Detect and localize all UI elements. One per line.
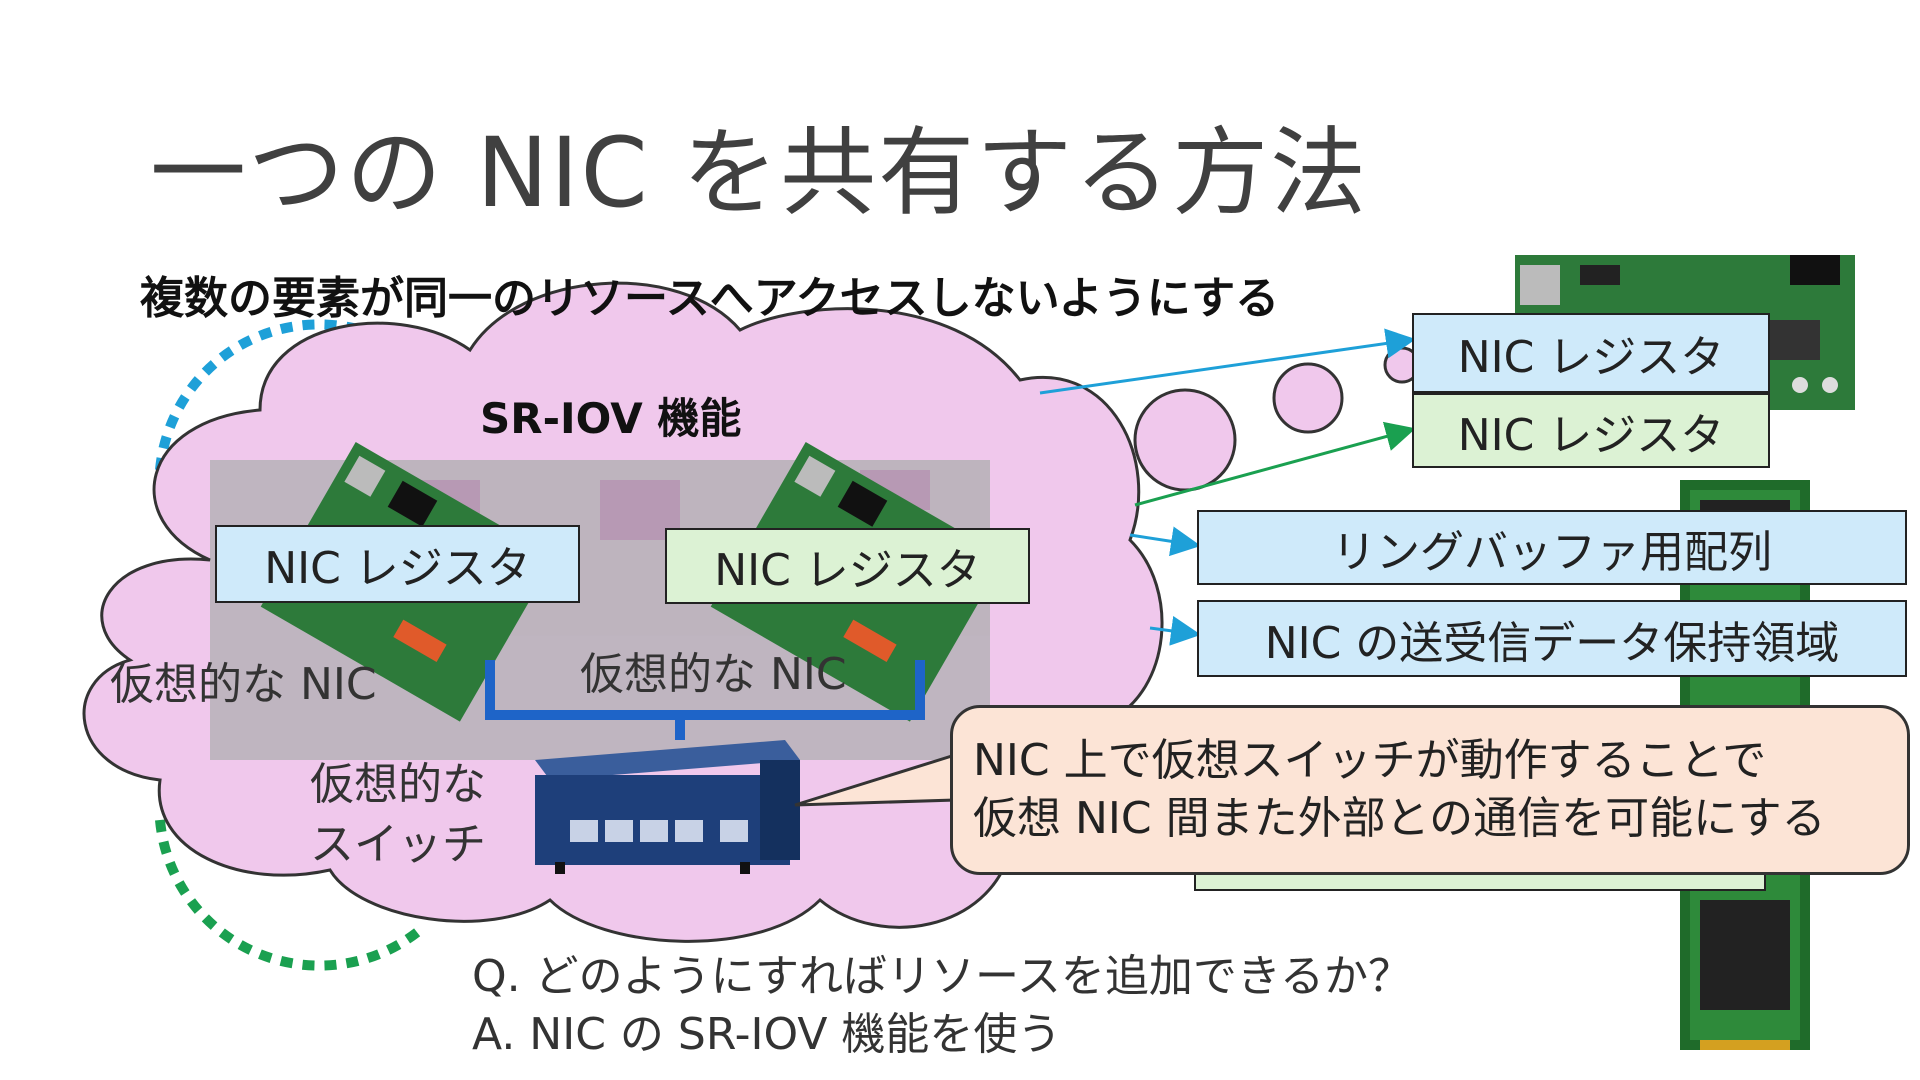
callout-line-1: NIC 上で仮想スイッチが動作することで (973, 732, 1887, 790)
virtual-nic-label-left: 仮想的な NIC (110, 648, 377, 712)
network-switch-icon (535, 740, 800, 874)
slide-subtitle: 複数の要素が同一のリソースへアクセスしないようにする (140, 262, 1279, 326)
virtual-switch-label-line2: スイッチ (310, 808, 486, 872)
right-nic-register-1: NIC レジスタ (1412, 313, 1770, 393)
sr-iov-label: SR-IOV 機能 (480, 385, 741, 446)
right-nic-register-2: NIC レジスタ (1412, 393, 1770, 468)
answer-text: A. NIC の SR-IOV 機能を使う (472, 998, 1061, 1062)
virtual-nic-register-1: NIC レジスタ (215, 525, 580, 603)
virtual-switch-label-line1: 仮想的な (310, 748, 486, 812)
virtual-nic-register-2: NIC レジスタ (665, 528, 1030, 604)
arrow-to-ring (1130, 535, 1195, 545)
thought-bubble-medium (1274, 364, 1342, 432)
ring-buffer-array-box: リングバッファ用配列 (1197, 510, 1907, 585)
question-text: Q. どのようにすればリソースを追加できるか？ (472, 940, 1412, 1004)
virtual-nic-label-center: 仮想的な NIC (580, 638, 847, 702)
arrow-to-reg1 (1040, 340, 1410, 393)
virtual-switch-callout: NIC 上で仮想スイッチが動作することで 仮想 NIC 間また外部との通信を可能… (950, 705, 1910, 875)
callout-line-2: 仮想 NIC 間また外部との通信を可能にする (973, 790, 1887, 848)
thought-bubble-large (1135, 390, 1235, 490)
nic-data-area-box: NIC の送受信データ保持領域 (1197, 600, 1907, 677)
slide-title: 一つの NIC を共有する方法 (150, 95, 1368, 234)
